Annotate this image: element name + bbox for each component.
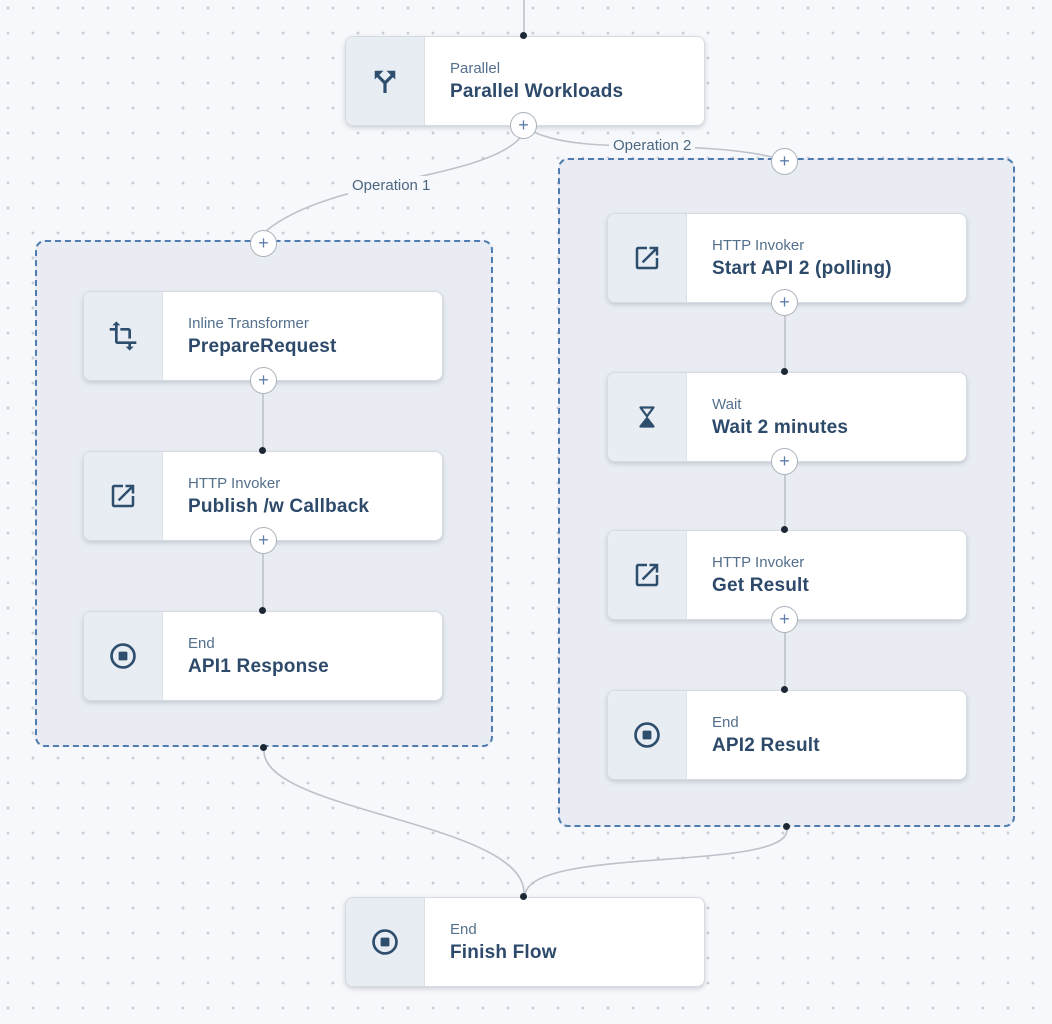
- node-name-label: Start API 2 (polling): [712, 258, 892, 279]
- node-start-api-2-polling[interactable]: HTTP Invoker Start API 2 (polling): [607, 213, 967, 303]
- node-api2-result[interactable]: End API2 Result: [607, 690, 967, 780]
- node-type-label: End: [712, 714, 739, 731]
- node-icon-box: [84, 612, 163, 700]
- node-type-label: End: [188, 635, 215, 652]
- node-type-label: HTTP Invoker: [712, 554, 805, 571]
- connection-dot: [781, 368, 788, 375]
- node-icon-box: [608, 373, 687, 461]
- node-type-label: Inline Transformer: [188, 315, 309, 332]
- node-text: Inline Transformer PrepareRequest: [163, 292, 442, 380]
- connection-dot: [260, 744, 267, 751]
- branch-label-operation-2: Operation 2: [609, 136, 696, 155]
- node-type-label: HTTP Invoker: [712, 237, 805, 254]
- add-step-button-after-wait[interactable]: +: [771, 448, 798, 475]
- external-link-icon: [111, 484, 135, 508]
- add-step-button-after-start-api2[interactable]: +: [771, 289, 798, 316]
- node-icon-box: [84, 452, 163, 540]
- connection-dot: [781, 526, 788, 533]
- node-api1-response[interactable]: End API1 Response: [83, 611, 443, 701]
- node-preparerequest[interactable]: Inline Transformer PrepareRequest: [83, 291, 443, 381]
- node-finish-flow[interactable]: End Finish Flow: [345, 897, 705, 987]
- node-icon-box: [608, 691, 687, 779]
- branch-label-operation-1: Operation 1: [348, 176, 435, 195]
- add-step-button-after-preparerequest[interactable]: +: [250, 367, 277, 394]
- node-text: End API2 Result: [687, 691, 966, 779]
- node-icon-box: [608, 531, 687, 619]
- node-text: Wait Wait 2 minutes: [687, 373, 966, 461]
- node-icon-box: [84, 292, 163, 380]
- node-icon-box: [346, 37, 425, 125]
- hourglass-icon: [639, 406, 655, 428]
- end-stop-icon: [634, 722, 660, 748]
- node-name-label: PrepareRequest: [188, 336, 337, 357]
- external-link-icon: [635, 246, 659, 270]
- add-step-button-after-parallel[interactable]: +: [510, 112, 537, 139]
- add-step-button-branch1-start[interactable]: +: [250, 230, 277, 257]
- node-type-label: Parallel: [450, 60, 501, 77]
- add-step-button-branch2-start[interactable]: +: [771, 148, 798, 175]
- node-name-label: Publish /w Callback: [188, 496, 370, 517]
- add-step-button-after-getresult[interactable]: +: [771, 606, 798, 633]
- transform-icon: [109, 321, 137, 351]
- node-name-label: Finish Flow: [450, 942, 557, 963]
- connection-dot: [520, 893, 527, 900]
- end-stop-icon: [372, 929, 398, 955]
- node-name-label: Get Result: [712, 575, 810, 596]
- connector-branch1-to-finish: [263, 750, 525, 894]
- node-wait-2-minutes[interactable]: Wait Wait 2 minutes: [607, 372, 967, 462]
- node-name-label: Parallel Workloads: [450, 81, 624, 102]
- node-text: HTTP Invoker Start API 2 (polling): [687, 214, 966, 302]
- end-stop-icon: [110, 643, 136, 669]
- node-text: HTTP Invoker Get Result: [687, 531, 966, 619]
- connection-dot: [783, 823, 790, 830]
- node-text: End Finish Flow: [425, 898, 704, 986]
- node-name-label: Wait 2 minutes: [712, 417, 849, 438]
- node-publish-w-callback[interactable]: HTTP Invoker Publish /w Callback: [83, 451, 443, 541]
- node-name-label: API1 Response: [188, 656, 329, 677]
- node-text: Parallel Parallel Workloads: [425, 37, 704, 125]
- add-step-button-after-publish[interactable]: +: [250, 527, 277, 554]
- connection-dot: [259, 607, 266, 614]
- node-type-label: End: [450, 921, 477, 938]
- node-icon-box: [346, 898, 425, 986]
- node-type-label: Wait: [712, 396, 742, 413]
- connector-branch2-to-finish: [524, 829, 788, 896]
- connection-dot: [781, 686, 788, 693]
- connection-dot: [259, 447, 266, 454]
- node-icon-box: [608, 214, 687, 302]
- node-type-label: HTTP Invoker: [188, 475, 281, 492]
- external-link-icon: [635, 563, 659, 587]
- node-text: HTTP Invoker Publish /w Callback: [163, 452, 442, 540]
- split-branch-icon: [374, 70, 396, 93]
- node-text: End API1 Response: [163, 612, 442, 700]
- connection-dot: [520, 32, 527, 39]
- node-name-label: API2 Result: [712, 735, 820, 756]
